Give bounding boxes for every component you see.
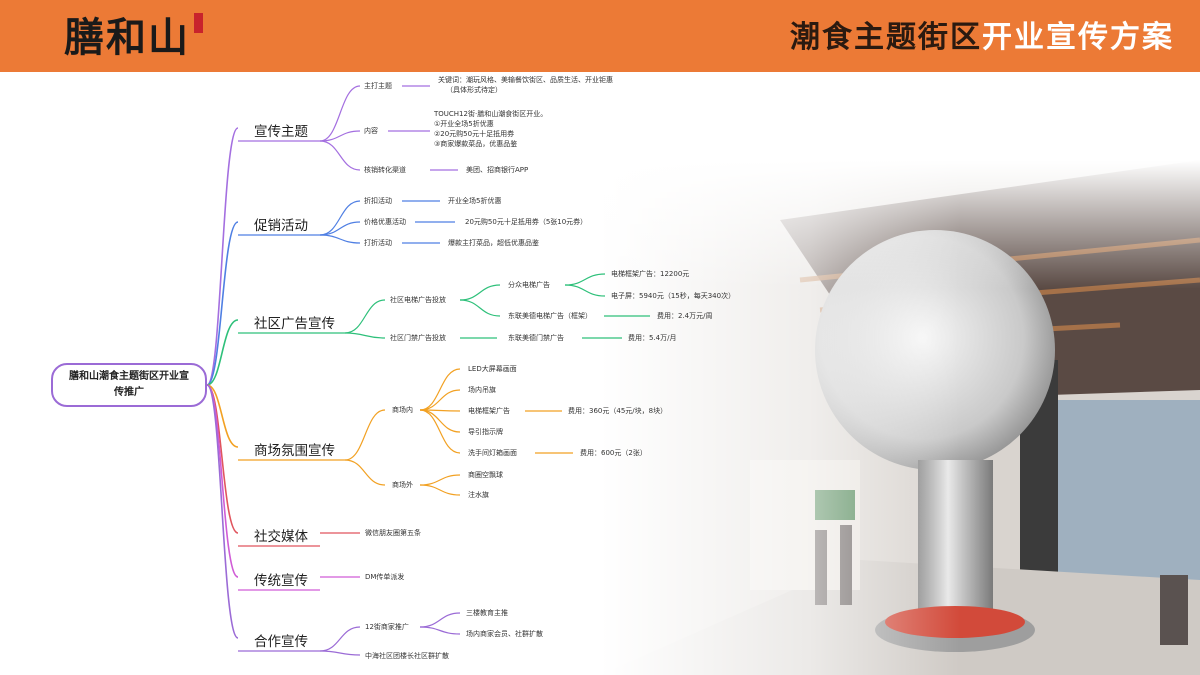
node-label: 社区电梯广告投放	[390, 296, 446, 304]
node-note: TOUCH12街·膳和山潮食街区开业。 ①开业全场5折优惠 ②20元购50元十足…	[434, 109, 547, 149]
node-label: 三楼教育主推	[466, 609, 508, 617]
node-label: 商场外	[392, 481, 413, 489]
node-label: 主打主题	[364, 82, 392, 90]
street-interior-photo	[600, 160, 1200, 675]
node-label: 洗手间灯箱画面	[468, 449, 517, 457]
node-label: 商圈空飘球	[468, 471, 503, 479]
node-note: 费用：360元（45元/块，8块）	[568, 407, 668, 415]
node-note: 爆款主打菜品，超低优惠品鉴	[448, 239, 539, 247]
node-label: 价格优惠活动	[364, 218, 406, 226]
node-note: 关键词：潮玩风格、美输餐饮街区、品质生活、开业钜惠 （具体形式待定）	[438, 75, 613, 95]
connector	[206, 384, 239, 639]
node-label: 电梯框架广告：12200元	[611, 270, 690, 278]
node-label: 打折活动	[364, 239, 392, 247]
title-part1: 潮食主题街区	[790, 20, 982, 55]
node-label: 分众电梯广告	[508, 281, 550, 289]
node-note: 美团、招商银行APP	[466, 166, 529, 174]
node-label: 中海社区团楼长社区群扩散	[365, 652, 449, 660]
note-line: ①开业全场5折优惠	[434, 120, 494, 128]
node-label: 商场内	[392, 406, 413, 414]
connector	[206, 221, 239, 386]
branch-label: 合作宣传	[254, 634, 308, 650]
branch-label: 传统宣传	[254, 573, 308, 589]
node-note: 费用：2.4万元/周	[657, 312, 713, 320]
connector	[206, 384, 239, 448]
mindmap-root: 膳和山潮食主题街区开业宣传推广	[51, 363, 207, 407]
root-label: 膳和山潮食主题街区开业宣传推广	[69, 371, 189, 398]
node-label: LED大屏幕画面	[468, 365, 517, 373]
node-label: DM传单派发	[365, 573, 405, 581]
node-label: 12街商家推广	[365, 623, 409, 631]
node-label: 场内吊旗	[468, 386, 496, 394]
page-title: 潮食主题街区开业宣传方案	[790, 12, 1174, 56]
node-note: 费用：5.4万/月	[628, 334, 677, 342]
branch-label: 促销活动	[254, 218, 308, 234]
node-note: 开业全场5折优惠	[448, 197, 502, 205]
node-label: 内容	[364, 127, 378, 135]
note-line: 关键词：潮玩风格、美输餐饮街区、品质生活、开业钜惠	[438, 76, 613, 84]
node-label: 电梯框架广告	[468, 407, 510, 415]
logo-text: 膳和山	[64, 14, 190, 61]
title-part2: 开业宣传方案	[982, 20, 1174, 55]
branch-label: 商场氛围宣传	[254, 443, 335, 459]
header-bar: 膳和山 潮食主题街区开业宣传方案	[0, 0, 1200, 72]
node-note: 20元购50元十足抵用券（5张10元券）	[465, 218, 588, 226]
node-label: 电子屏：5940元（15秒，每天340次）	[611, 292, 736, 300]
connector	[206, 319, 239, 386]
node-label: 东联美德门禁广告	[508, 334, 564, 342]
node-label: 核销转化渠道	[364, 166, 406, 174]
node-label: 社区门禁广告投放	[390, 334, 446, 342]
note-line: （具体形式待定）	[446, 86, 502, 94]
note-line: TOUCH12街·膳和山潮食街区开业。	[434, 110, 548, 118]
branch-label: 社交媒体	[254, 529, 308, 545]
logo-seal	[194, 13, 203, 33]
connector	[206, 127, 239, 386]
connector	[206, 384, 239, 578]
node-label: 场内商家会员、社群扩散	[466, 630, 543, 638]
node-label: 东联美德电梯广告（框架）	[508, 312, 592, 320]
branch-label: 社区广告宣传	[254, 316, 335, 332]
node-label: 注水旗	[468, 491, 489, 499]
brand-logo: 膳和山	[64, 2, 203, 66]
node-label: 折扣活动	[364, 197, 392, 205]
node-label: 微信朋友圈第五条	[365, 529, 421, 537]
note-line: ③商家爆款菜品，优惠品鉴	[434, 140, 518, 148]
branch-label: 宣传主题	[254, 124, 308, 140]
note-line: ②20元购50元十足抵用券	[434, 130, 515, 138]
node-label: 导引指示牌	[468, 428, 503, 436]
node-note: 费用：600元（2张）	[580, 449, 647, 457]
